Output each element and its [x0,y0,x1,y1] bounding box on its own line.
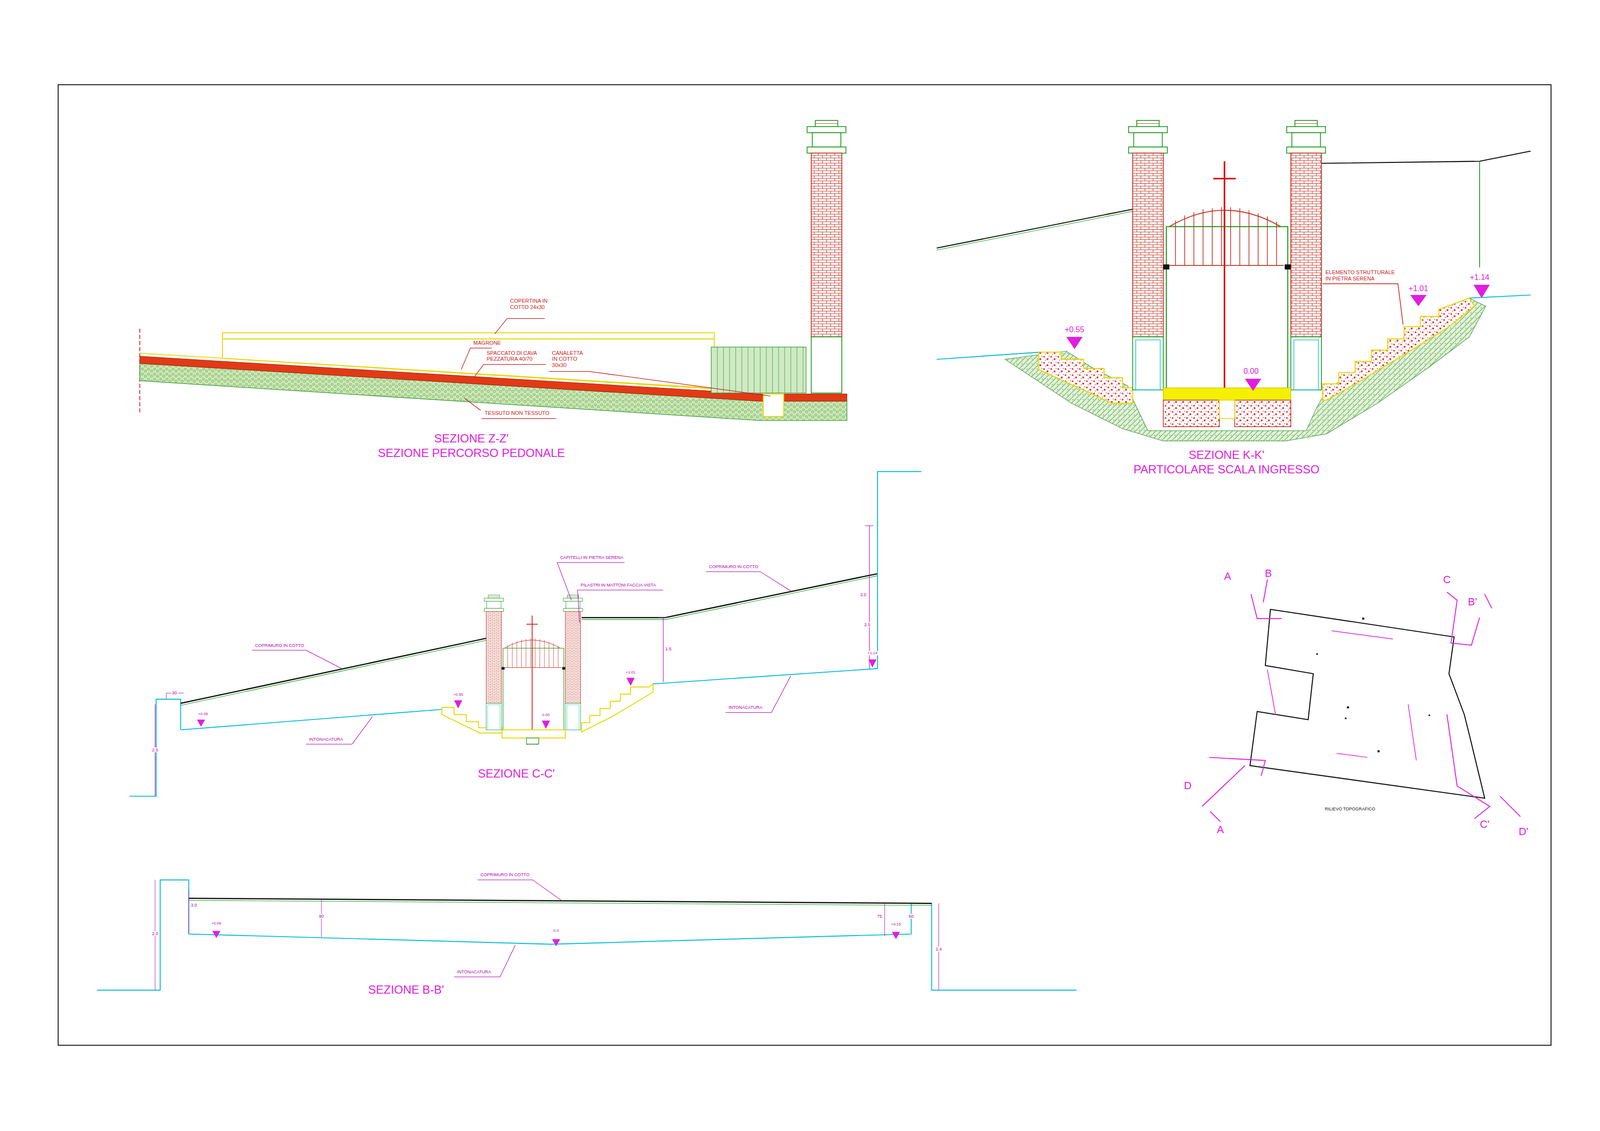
callout-text: INTONACATURA [727,704,764,710]
elevation-label: 0.00 [541,713,551,718]
dimension-label: 2.5 [863,621,872,627]
elevation-label: +1.01 [624,670,637,675]
dimension-label: 60 [908,913,915,919]
section-title: SEZIONE PERCORSO PEDONALE [377,446,567,460]
dimension-label: 2.4 [934,946,943,952]
dimension-label: 3.0 [190,902,199,908]
section-letter: D' [1517,825,1530,838]
elevation-label: +1.14 [1468,273,1491,282]
section-title: SEZIONE K-K' [1187,448,1266,462]
elevation-label: +1.01 [1407,284,1429,294]
section-title: SEZIONE B-B' [367,983,446,997]
elevation-label: +0.05 [197,712,209,717]
callout-text: CAPITELLI IN PIETRA SERENA [558,555,625,560]
section-letter: C [1441,573,1452,586]
callout-text: MAGRONE [472,339,502,347]
elevation-label: +0.09 [210,921,222,926]
elevation-label: 0.0 [552,928,560,933]
section-letter: D [1182,779,1193,792]
callout-text: PILASTRI IN MATTONI FACCIA VISTA [579,582,658,588]
section-title: SEZIONE C-C' [476,766,556,781]
dimension-label: 75 [876,913,883,919]
section-title: SEZIONE Z-Z' [433,432,510,446]
section-letter: A [1222,570,1233,583]
callout-text: COPRIMURO IN COTTO [708,564,760,570]
elevation-label: +1.14 [866,650,879,656]
plan-caption: RILIEVO TOPOGRAFICO [1323,806,1377,812]
callout-text: INTONACATURA [455,969,492,975]
dimension-label: 3.0 [859,592,868,598]
elevation-label: 0.00 [1242,366,1260,376]
dimension-label: 30 [171,690,178,696]
section-letter: C' [1478,818,1491,831]
dimension-label: 2.5 [151,747,160,753]
dimension-label: 2.0 [151,931,160,937]
callout-text: INTONACATURA [308,736,344,742]
callout-text: COPERTINA IN COTTO 24x30 [509,297,550,310]
section-title: PARTICOLARE SCALA INGRESSO [1132,462,1321,477]
callout-text: COPRIMURO IN COTTO [253,643,305,648]
elevation-label: +0.15 [890,922,902,927]
elevation-label: +0.55 [452,692,464,698]
elevation-label: +0.55 [1063,324,1086,334]
section-letter: A [1216,823,1226,836]
section-letter: B' [1467,595,1479,608]
callout-text: TESSUTO NON TESSUTO [483,410,551,417]
dimension-label: 1.5 [664,646,673,652]
callout-text: ELEMENTO STRUTTURALE IN PIETRA SERENA [1324,269,1399,282]
callout-text: COPRIMURO IN COTTO [479,872,531,878]
callout-text: CANALETTA IN COTTO 30x30 [551,350,590,369]
callout-text: SPACCATO DI CAVA PEZZATURA 40/70 [485,350,549,363]
section-letter: B [1263,567,1274,580]
dimension-label: 90 [318,913,325,919]
